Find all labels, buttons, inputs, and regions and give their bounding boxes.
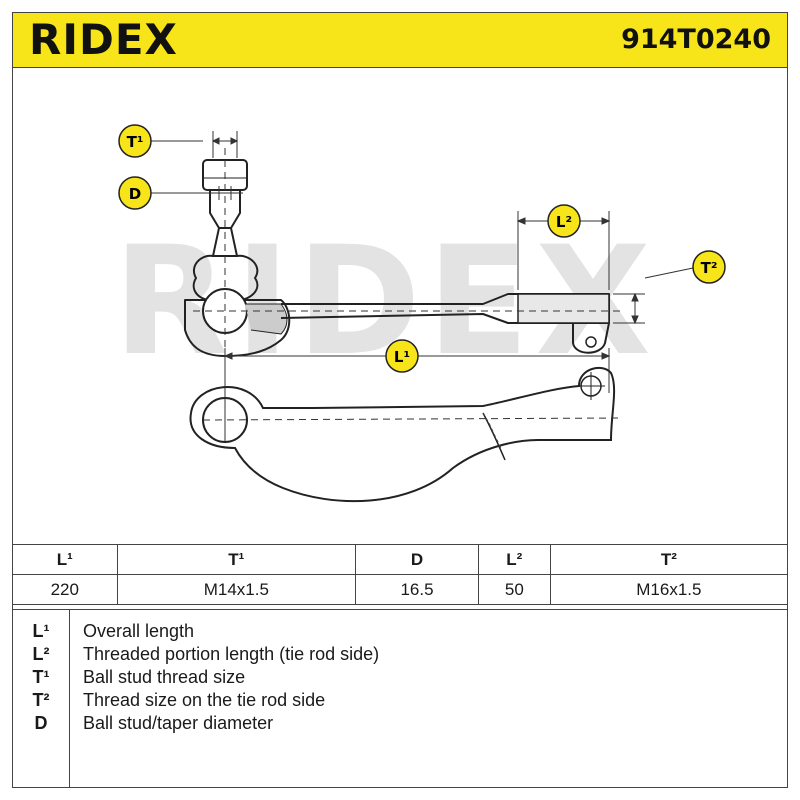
spec-value-t1: M14x1.5	[116, 574, 357, 605]
tie-rod-end-body	[189, 366, 616, 503]
spec-header-t2: T²	[549, 544, 787, 575]
badge-d: D	[118, 176, 152, 210]
legend-item: D Ball stud/taper diameter	[13, 712, 787, 734]
lower-lug	[572, 322, 610, 354]
legend-code: L²	[32, 644, 50, 664]
spec-header-d: D	[355, 544, 479, 575]
spec-header-l2: L²	[477, 544, 551, 575]
legend-code: D	[34, 713, 48, 733]
technical-drawing: RIDEX	[13, 68, 787, 544]
brand-logo: RIDEX	[29, 15, 178, 64]
dimension-d	[151, 186, 243, 200]
tie-rod-end-drawing: RIDEX	[113, 124, 726, 503]
legend-item: T² Thread size on the tie rod side	[13, 689, 787, 711]
part-number: 914T0240	[621, 24, 771, 55]
legend-code: L¹	[32, 621, 50, 641]
legend-text: Threaded portion length (tie rod side)	[83, 644, 380, 664]
dust-boot	[192, 254, 259, 301]
badge-t2: T²	[692, 250, 726, 284]
badge-l2: L²	[547, 204, 581, 238]
badge-l1: L¹	[385, 339, 419, 373]
svg-text:T²: T²	[701, 259, 718, 277]
spec-header-t1: T¹	[116, 544, 357, 575]
legend-text: Overall length	[83, 621, 195, 641]
dimension-t2	[613, 267, 694, 325]
legend-text: Ball stud thread size	[83, 667, 246, 687]
legend: L¹ Overall length L² Threaded portion le…	[13, 609, 787, 788]
svg-text:D: D	[129, 185, 141, 203]
legend-item: L¹ Overall length	[13, 620, 787, 642]
svg-text:L²: L²	[556, 213, 572, 231]
drawing-sheet: RIDEX 914T0240 RIDEX	[12, 12, 788, 788]
spec-value-row: 220 M14x1.5 16.5 50 M16x1.5	[13, 574, 787, 605]
badge-t1: T¹	[118, 124, 152, 158]
stud-neck	[209, 190, 241, 229]
legend-text: Thread size on the tie rod side	[83, 690, 326, 710]
legend-text: Ball stud/taper diameter	[83, 713, 274, 733]
dimension-l2	[516, 211, 611, 290]
legend-item: T¹ Ball stud thread size	[13, 666, 787, 688]
legend-code: T²	[32, 690, 50, 710]
spec-value-t2: M16x1.5	[549, 574, 787, 605]
spec-value-l2: 50	[477, 574, 551, 605]
svg-text:T¹: T¹	[127, 133, 144, 151]
legend-item: L² Threaded portion length (tie rod side…	[13, 643, 787, 665]
spec-value-l1: 220	[13, 574, 118, 605]
spec-value-d: 16.5	[355, 574, 479, 605]
header-bar: RIDEX 914T0240	[13, 13, 787, 68]
legend-code: T¹	[32, 667, 50, 687]
spec-table: L¹ T¹ D L² T² 220 M14x1.5 16.5 50 M16x1.…	[13, 544, 787, 605]
svg-text:L¹: L¹	[394, 348, 410, 366]
spec-header-row: L¹ T¹ D L² T²	[13, 544, 787, 575]
socket-housing	[184, 299, 291, 357]
spec-header-l1: L¹	[13, 544, 118, 575]
legend-divider	[69, 610, 70, 788]
dimension-t1	[151, 131, 239, 158]
